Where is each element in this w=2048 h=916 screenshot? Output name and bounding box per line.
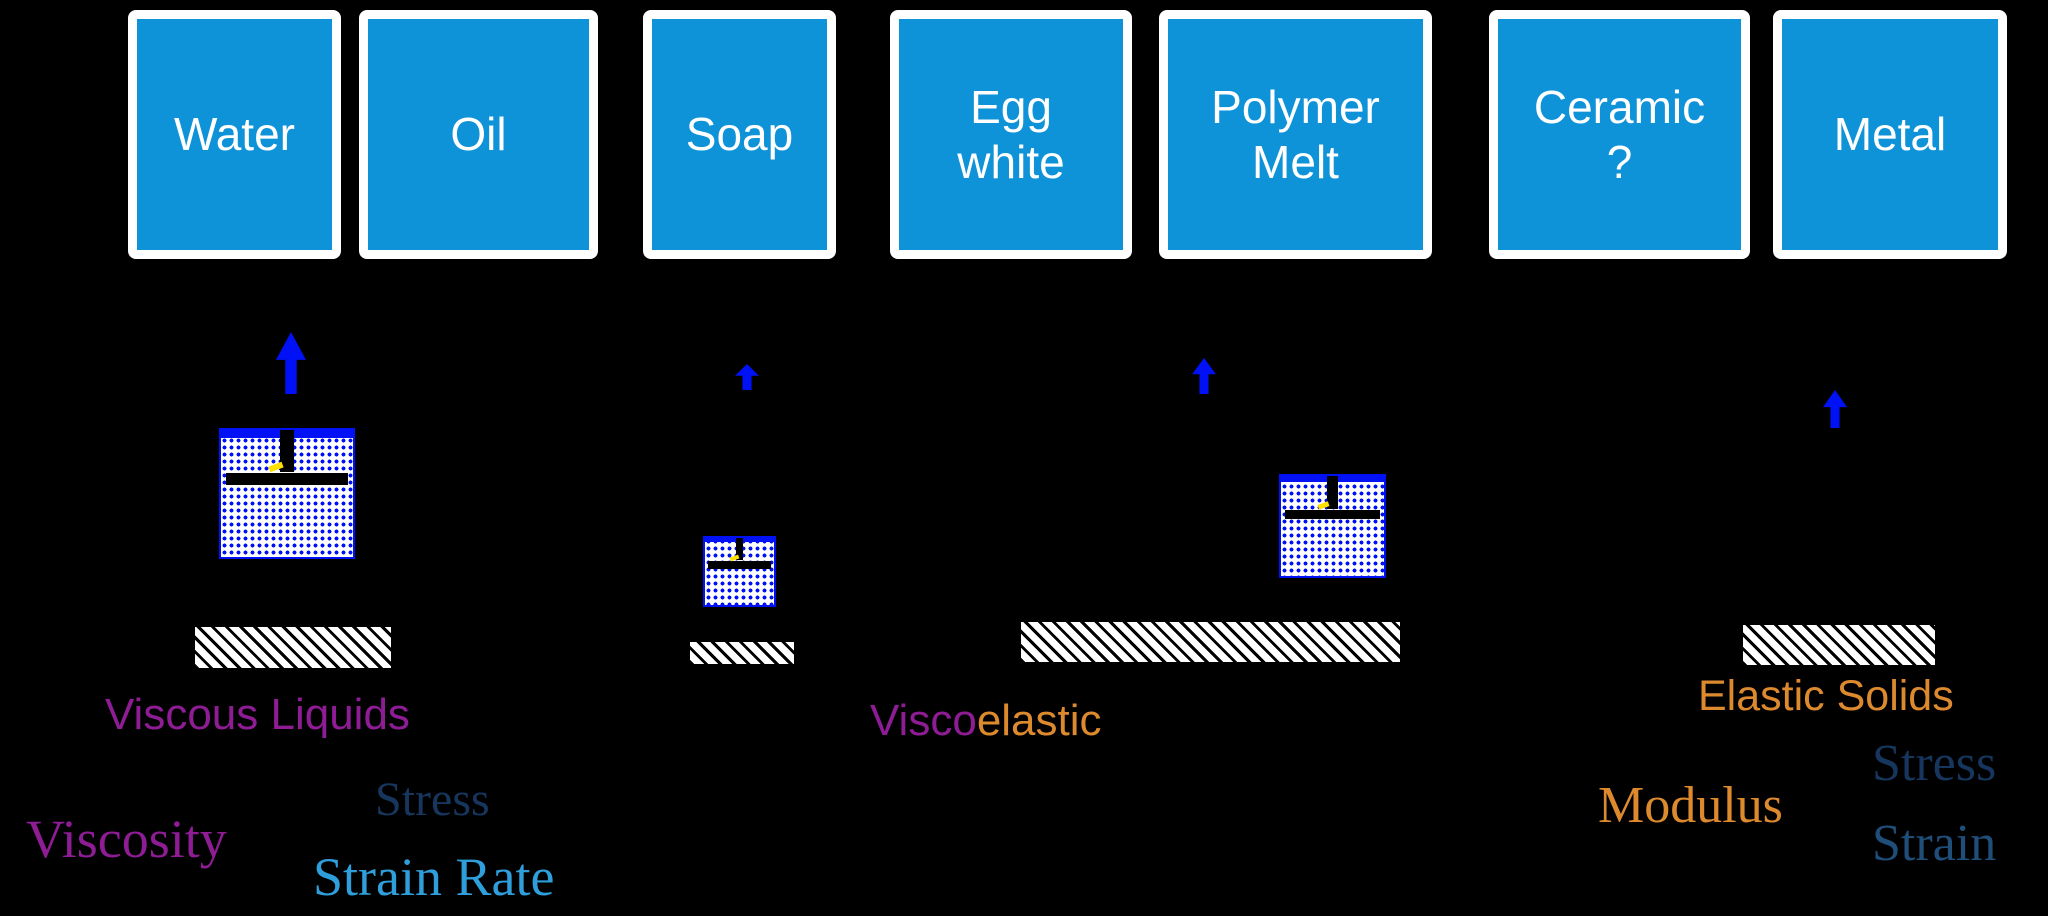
viscoelastic-label-visco: Visco xyxy=(870,696,977,745)
up-arrow-icon xyxy=(1192,358,1216,394)
stress-right-label: Stress xyxy=(1872,735,1997,792)
viscoelastic-label-elastic: elastic xyxy=(976,696,1102,745)
block-piston-bar xyxy=(1285,510,1380,519)
material-box-label: Water xyxy=(174,108,295,161)
material-box-label: Oil xyxy=(450,108,507,161)
material-box-metal: Metal xyxy=(1773,10,2007,259)
block-notch xyxy=(1327,476,1338,509)
ground-hatch xyxy=(195,627,391,668)
material-box-ceramic: Ceramic ? xyxy=(1489,10,1750,259)
ground-hatch xyxy=(1021,622,1400,662)
material-box-water: Water xyxy=(128,10,341,259)
material-box-egg-white: Egg white xyxy=(890,10,1132,259)
material-box-label: Polymer Melt xyxy=(1211,81,1380,188)
material-box-soap: Soap xyxy=(643,10,836,259)
up-arrow-icon xyxy=(276,332,306,394)
up-arrow-icon xyxy=(1823,390,1847,428)
strain-label: Strain xyxy=(1872,815,1997,872)
up-arrow-icon xyxy=(735,364,759,390)
strain-rate-label: Strain Rate xyxy=(313,847,555,907)
material-box-label: Metal xyxy=(1833,108,1947,161)
modulus-label: Modulus xyxy=(1598,777,1783,834)
stress-left-label: Stress xyxy=(375,773,490,826)
viscoelastic-label: Viscoelastic xyxy=(870,696,1102,746)
ground-hatch xyxy=(690,642,794,664)
dashpot-block xyxy=(219,428,355,559)
elastic-solids-label: Elastic Solids xyxy=(1698,672,1954,720)
material-box-polymer-melt: Polymer Melt xyxy=(1159,10,1432,259)
block-notch xyxy=(280,430,294,472)
material-box-oil: Oil xyxy=(359,10,598,259)
dashpot-block xyxy=(703,536,776,607)
viscosity-label: Viscosity xyxy=(26,809,227,869)
block-piston-bar xyxy=(707,560,772,569)
dashpot-block xyxy=(1279,474,1386,578)
viscous-liquids-label: Viscous Liquids xyxy=(105,690,410,739)
material-box-label: Soap xyxy=(685,108,794,161)
material-box-label: Egg white xyxy=(957,81,1065,188)
material-box-label: Ceramic ? xyxy=(1533,81,1706,188)
ground-hatch xyxy=(1743,625,1935,665)
block-piston-bar xyxy=(226,473,348,485)
block-notch xyxy=(736,538,743,561)
